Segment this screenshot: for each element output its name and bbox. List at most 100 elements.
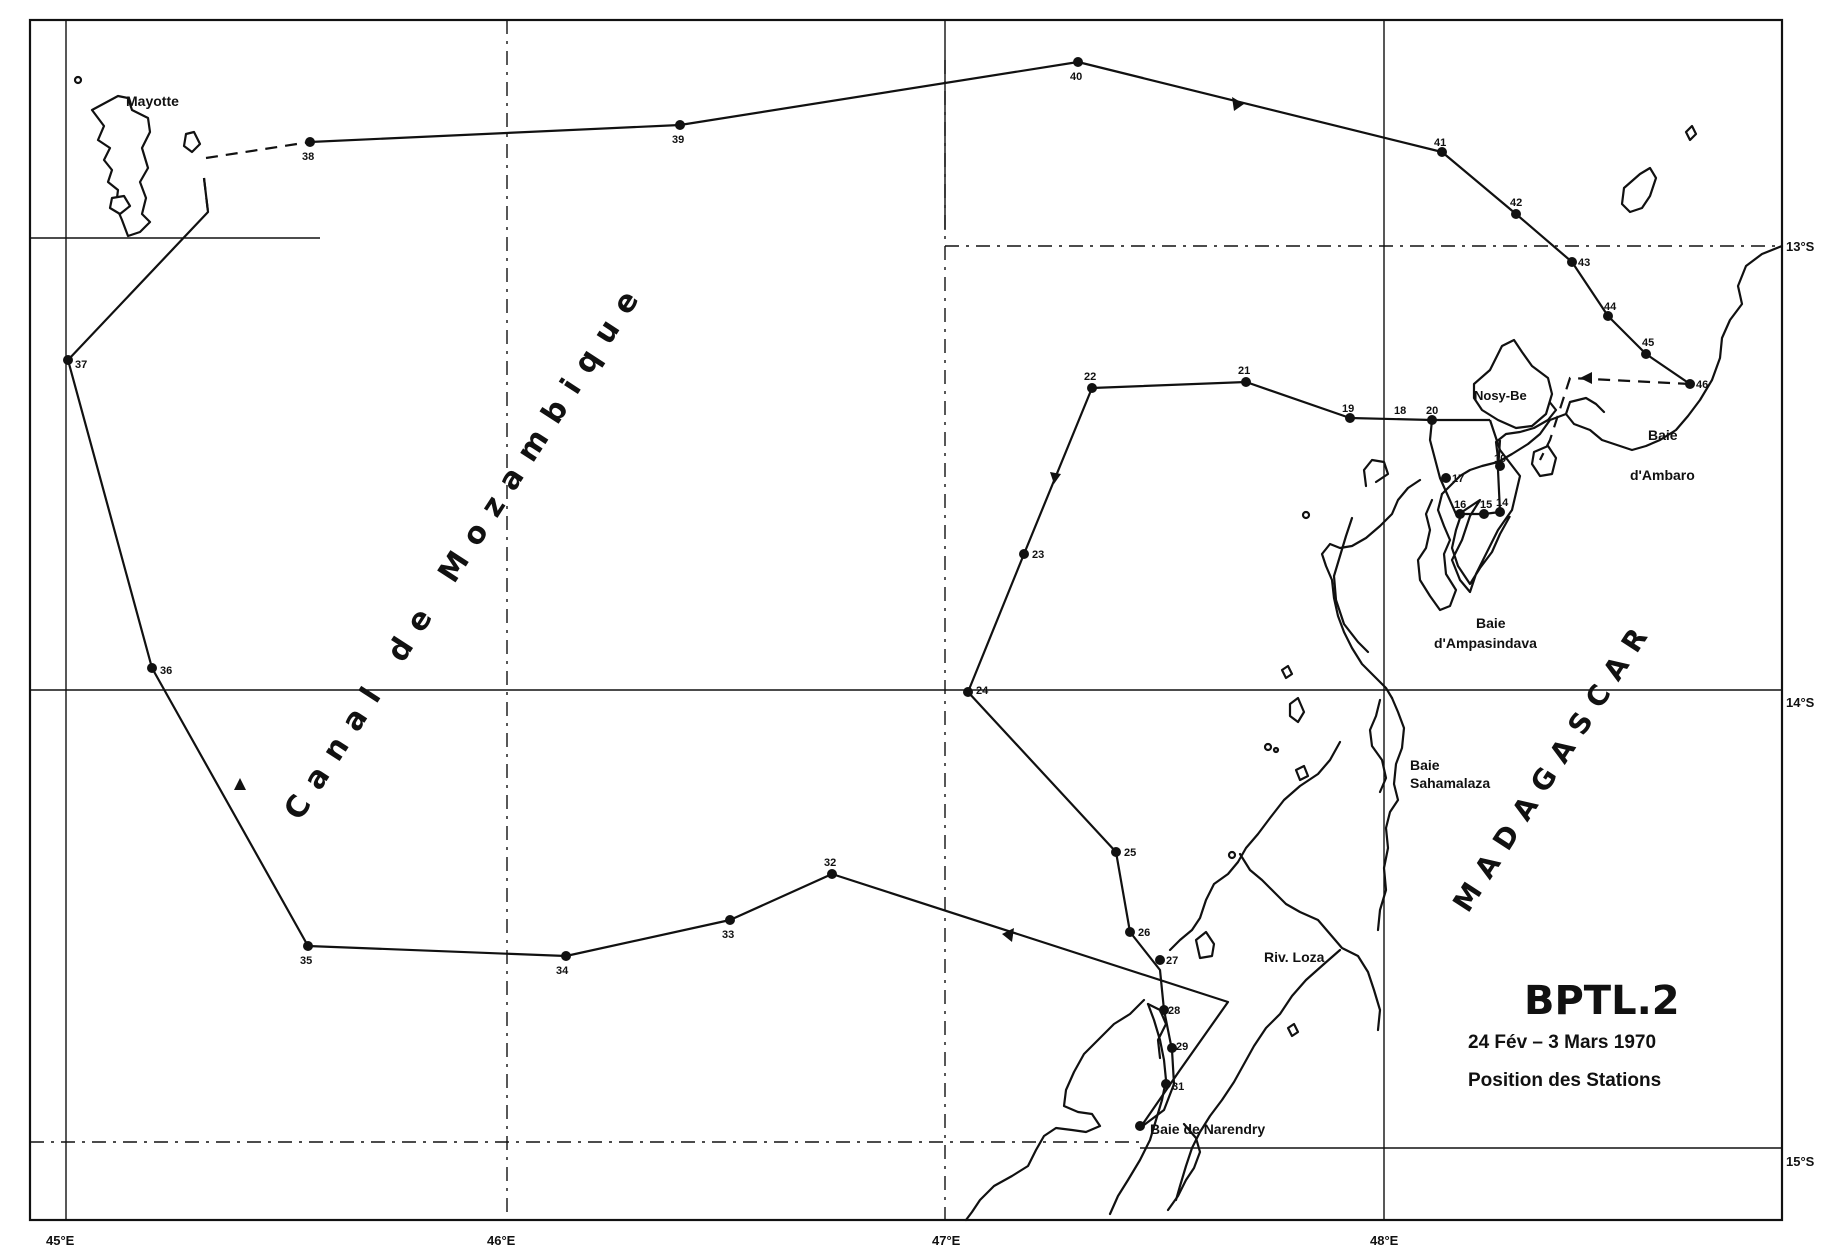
arrow-46: [1580, 372, 1592, 384]
station-27: [1155, 955, 1165, 965]
coast-loza: [1174, 948, 1342, 1202]
station-25: [1111, 847, 1121, 857]
station-22: [1087, 383, 1097, 393]
baie-narendry-label: Baie de Narendry: [1150, 1121, 1265, 1137]
station-label-37: 37: [75, 359, 87, 371]
coast-peninsula-sahamalaza: [1368, 698, 1388, 794]
station-label-41: 41: [1434, 137, 1446, 149]
station-label-31: 31: [1172, 1081, 1184, 1093]
islet-2: [1263, 742, 1273, 752]
station-45: [1641, 349, 1651, 359]
station-label-42: 42: [1510, 197, 1522, 209]
baie-ambaro-label-2: d'Ambaro: [1630, 467, 1695, 483]
station-label-45: 45: [1642, 337, 1654, 349]
station-label-25: 25: [1124, 847, 1136, 859]
arrow-36: [234, 778, 246, 790]
station-19: [1345, 413, 1355, 423]
axis-labels: 45°E 46°E 47°E 48°E 13°S 14°S 15°S: [46, 239, 1815, 1248]
arrow-24: [1050, 472, 1061, 484]
island-mid-1: [1288, 696, 1306, 724]
station-44: [1603, 311, 1613, 321]
title-block: BPTL.2 24 Fév – 3 Mars 1970 Position des…: [1468, 978, 1680, 1091]
mayotte-island: [73, 75, 202, 238]
station-29: [1167, 1043, 1177, 1053]
graticule: [30, 20, 1782, 1220]
station-16: [1455, 509, 1465, 519]
arrow-32: [1002, 928, 1014, 942]
station-label-44: 44: [1604, 301, 1617, 313]
station-label-14: 14: [1496, 497, 1509, 509]
station-label-17: 17: [1452, 473, 1464, 485]
coast-south: [1238, 852, 1382, 1032]
island-narendry: [1194, 930, 1216, 960]
station-34: [561, 951, 571, 961]
title-subtitle: Position des Stations: [1468, 1070, 1661, 1091]
coast-sahamalaza: [1376, 696, 1406, 932]
madagascar-coast: [964, 244, 1784, 1222]
map-frame: [28, 18, 1784, 1222]
station-42: [1511, 209, 1521, 219]
station-39: [675, 120, 685, 130]
coast-narendry-e: [1108, 1002, 1168, 1216]
station-label-22: 22: [1084, 371, 1096, 383]
station-38: [305, 137, 315, 147]
baie-ampasindava-label-2: d'Ampasindava: [1434, 635, 1537, 651]
station-label-18: 18: [1394, 405, 1406, 417]
station-label-40: 40: [1070, 71, 1082, 83]
coast-narendry-w: [964, 998, 1146, 1222]
station-label-28: 28: [1168, 1005, 1180, 1017]
station-31: [1161, 1079, 1171, 1089]
islet-3: [1227, 850, 1237, 860]
track-18-20: [1428, 418, 1502, 516]
place-names: Nosy-Be Baie d'Ambaro Baie d'Ampasindava…: [1150, 388, 1695, 1137]
station-label-21: 21: [1238, 365, 1250, 377]
station-label-34: 34: [556, 965, 569, 977]
island-small-1: [1286, 1022, 1300, 1038]
baie-ambaro-label-1: Baie: [1648, 427, 1678, 443]
station-label-19: 19: [1342, 403, 1354, 415]
lon-label-47: 47°E: [932, 1233, 961, 1248]
arrow-north: [1232, 97, 1244, 111]
station-label-36: 36: [160, 665, 172, 677]
lon-label-45: 45°E: [46, 1233, 75, 1248]
station-35: [303, 941, 313, 951]
station-label-39: 39: [672, 134, 684, 146]
lon-label-46: 46°E: [487, 1233, 516, 1248]
station-10: [1495, 461, 1505, 471]
station-46: [1685, 379, 1695, 389]
lat-label-15: 15°S: [1786, 1154, 1815, 1169]
island-mid-2: [1280, 664, 1294, 680]
island-nw-2: [1684, 124, 1698, 142]
station-labels: 37 36 35 34 33 32 38 39 40 41 42 43 44 4…: [75, 71, 1708, 1093]
station-label-29: 29: [1176, 1041, 1188, 1053]
station-label-20: 20: [1426, 405, 1438, 417]
coast-west-bay: [1332, 516, 1370, 654]
track-ampasindava: [1450, 419, 1522, 594]
station-28: [1159, 1005, 1169, 1015]
riv-loza-label: Riv. Loza: [1264, 949, 1325, 965]
station-36: [147, 663, 157, 673]
station-label-23: 23: [1032, 549, 1044, 561]
canal-de-mozambique-label: Canal de Mozambique: [277, 273, 653, 826]
station-14: [1495, 507, 1505, 517]
track-north: [309, 60, 1691, 385]
track-dash-mayotte: [202, 140, 311, 213]
title-dates: 24 Fév – 3 Mars 1970: [1468, 1032, 1656, 1053]
lat-label-14: 14°S: [1786, 695, 1815, 710]
baie-sahamalaza-label-1: Baie: [1410, 757, 1440, 773]
nosy-be-island: [1472, 338, 1554, 430]
coast-inner: [1362, 458, 1390, 488]
station-40: [1073, 57, 1083, 67]
station-26: [1125, 927, 1135, 937]
station-30: [1135, 1121, 1145, 1131]
station-label-16: 16: [1454, 499, 1466, 511]
nosy-komba-island: [1530, 444, 1558, 478]
islands: [1194, 124, 1698, 1038]
coast-north: [1564, 244, 1784, 452]
station-15: [1479, 509, 1489, 519]
madagascar-label: MADAGASCAR: [1446, 612, 1661, 918]
station-label-35: 35: [300, 955, 312, 967]
station-label-38: 38: [302, 151, 314, 163]
station-label-26: 26: [1138, 927, 1150, 939]
nosy-be-label: Nosy-Be: [1474, 388, 1527, 403]
